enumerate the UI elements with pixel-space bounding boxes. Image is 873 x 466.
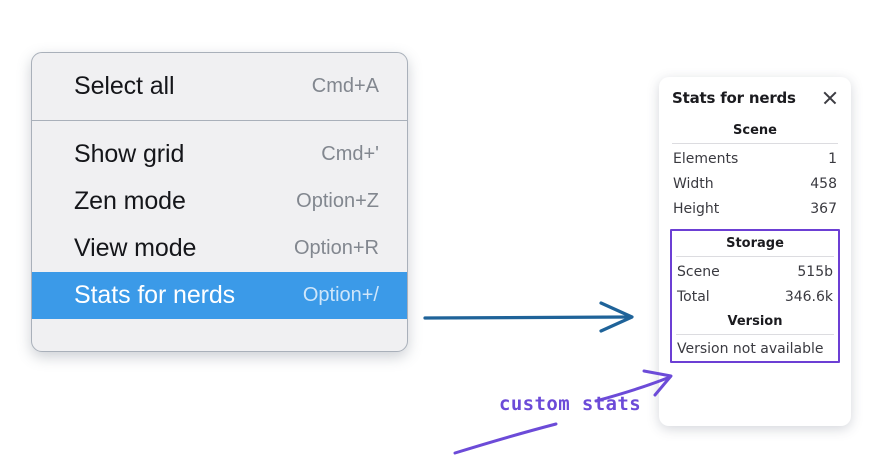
menu-group-1: Select all Cmd+A <box>32 53 407 120</box>
blue-arrow-icon <box>423 301 634 333</box>
stat-value: 346.6k <box>784 289 833 305</box>
purple-underline-stroke <box>453 422 558 455</box>
menu-item-label: Zen mode <box>74 187 186 215</box>
menu-item-label: Select all <box>74 72 175 100</box>
menu-item-shortcut: Option+/ <box>302 284 379 306</box>
menu-item-select-all[interactable]: Select all Cmd+A <box>32 63 407 110</box>
section-heading: Scene <box>733 123 777 138</box>
section-heading: Version <box>727 314 783 329</box>
stats-section-storage: Storage Scene 515b Total 346.6k <box>674 232 836 310</box>
menu-group-2: Show grid Cmd+' Zen mode Option+Z View m… <box>32 121 407 329</box>
stat-key: Height <box>673 201 720 217</box>
stat-key: Width <box>673 176 714 192</box>
menu-item-shortcut: Option+Z <box>296 190 379 212</box>
stats-panel-title: Stats for nerds <box>672 89 796 107</box>
menu-item-shortcut: Cmd+A <box>311 75 379 97</box>
context-menu[interactable]: Select all Cmd+A Show grid Cmd+' Zen mod… <box>31 52 408 352</box>
section-rule <box>676 256 834 257</box>
stat-value: 458 <box>810 176 837 192</box>
stats-panel-header: Stats for nerds <box>670 89 840 107</box>
menu-item-show-grid[interactable]: Show grid Cmd+' <box>32 131 407 178</box>
menu-item-label: Stats for nerds <box>74 281 236 309</box>
section-rule <box>672 143 838 144</box>
stats-section-scene: Scene Elements 1 Width 458 Height 367 <box>670 119 840 222</box>
stat-value: 367 <box>810 201 837 217</box>
menu-item-zen-mode[interactable]: Zen mode Option+Z <box>32 178 407 225</box>
stat-row: Width 458 <box>670 172 840 197</box>
stats-for-nerds-panel: Stats for nerds Scene Elements 1 Width 4… <box>659 77 851 426</box>
menu-item-shortcut: Cmd+' <box>321 143 379 165</box>
custom-stats-highlight-box: Storage Scene 515b Total 346.6k Version … <box>670 229 840 363</box>
stat-value: 515b <box>797 264 833 280</box>
callout-label: custom stats <box>499 393 642 415</box>
stats-section-version: Version Version not available <box>674 310 836 358</box>
menu-item-view-mode[interactable]: View mode Option+R <box>32 225 407 272</box>
stat-row: Total 346.6k <box>674 285 836 310</box>
stat-key: Scene <box>677 264 720 280</box>
section-rule <box>676 334 834 335</box>
menu-item-label: View mode <box>74 234 197 262</box>
stat-row: Height 367 <box>670 197 840 222</box>
stat-row: Scene 515b <box>674 260 836 285</box>
section-heading: Storage <box>726 236 784 251</box>
stat-key: Total <box>677 289 710 305</box>
stat-value: 1 <box>828 151 837 167</box>
close-icon[interactable] <box>821 89 839 107</box>
stat-key: Elements <box>673 151 739 167</box>
menu-item-stats-for-nerds[interactable]: Stats for nerds Option+/ <box>32 272 407 319</box>
stat-row: Elements 1 <box>670 147 840 172</box>
menu-item-shortcut: Option+R <box>293 237 379 259</box>
menu-divider <box>32 120 407 121</box>
menu-item-label: Show grid <box>74 140 185 168</box>
version-note: Version not available <box>677 341 824 357</box>
